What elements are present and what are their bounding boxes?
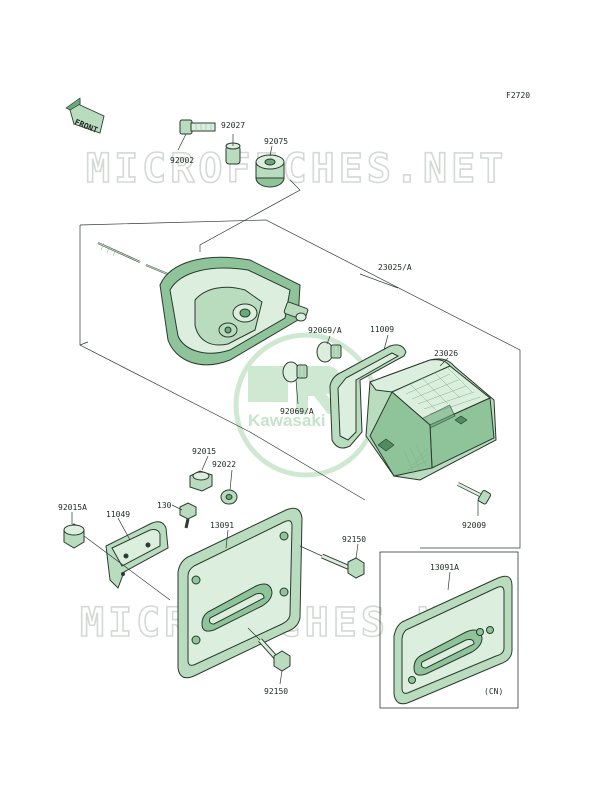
label-92009: 92009 (462, 521, 486, 530)
bolt-130-icon (179, 502, 197, 529)
front-arrow-icon: FRONT (65, 97, 105, 135)
bolt-92150-bottom-icon (258, 638, 291, 672)
label-92022: 92022 (212, 460, 236, 469)
label-92002: 92002 (170, 156, 194, 165)
variant-box (379, 551, 519, 709)
gasket-11009 (329, 344, 407, 449)
label-23026: 23026 (434, 349, 458, 358)
bolt-92002-icon (179, 119, 216, 135)
variant-label: (CN) (484, 687, 503, 696)
label-130: 130 (157, 501, 172, 510)
label-92015a: 92015A (58, 503, 87, 512)
label-92015: 92015 (192, 447, 216, 456)
label-13091a: 13091A (430, 563, 459, 572)
bulb-92069a-upper-icon (316, 341, 342, 363)
label-92069a-lower: 92069/A (280, 407, 314, 416)
label-23025a: 23025/A (378, 263, 412, 272)
collar-92027-icon (225, 142, 241, 165)
label-92027: 92027 (221, 121, 245, 130)
figure-code: F2720 (506, 91, 530, 100)
bracket-11049 (105, 521, 169, 589)
label-92150-bottom: 92150 (264, 687, 288, 696)
lamp-housing-23025a (159, 256, 309, 366)
lens-23026 (365, 358, 497, 481)
label-92075: 92075 (264, 137, 288, 146)
plate-bracket-13091 (177, 507, 303, 679)
label-11049: 11049 (106, 510, 130, 519)
brand-logo-text: Kawasaki (248, 411, 326, 430)
bolt-92150-right-icon (321, 553, 365, 579)
label-13091: 13091 (210, 521, 234, 530)
watermark-top: MICROFICHES.NET (86, 146, 507, 192)
wire-lead-icon (97, 242, 171, 276)
screw-92009-icon (457, 482, 492, 505)
washer-92022-icon (220, 489, 238, 505)
bulb-92069a-lower-icon (282, 361, 308, 383)
label-92069a-upper: 92069/A (308, 326, 342, 335)
nut-92015-icon (189, 470, 213, 492)
plate-bracket-13091a (393, 575, 513, 705)
label-11009: 11009 (370, 325, 394, 334)
nut-92015a-icon (63, 523, 85, 549)
label-92150-right: 92150 (342, 535, 366, 544)
grommet-92075-icon (255, 154, 285, 188)
